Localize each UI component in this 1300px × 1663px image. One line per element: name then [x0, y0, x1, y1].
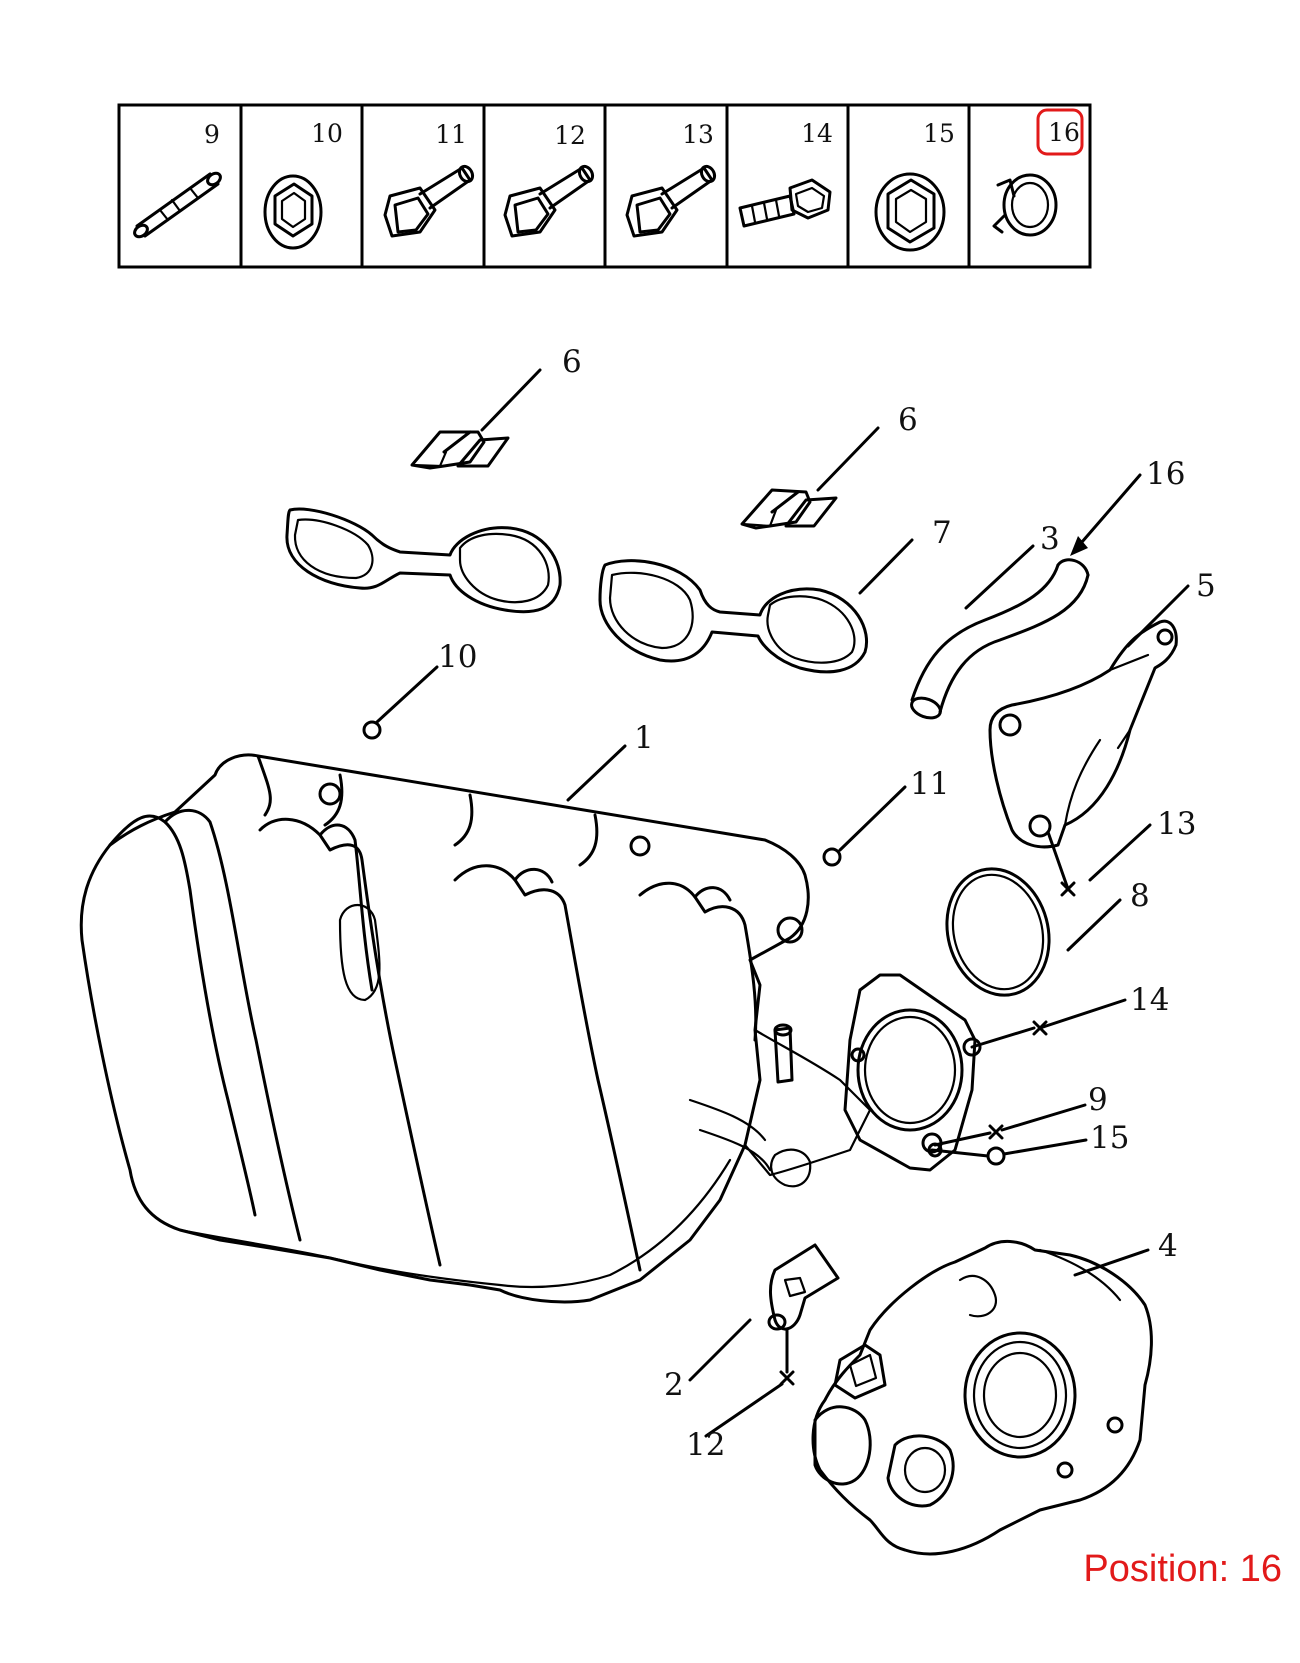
header-part-9[interactable]: 9: [204, 120, 220, 149]
flange-bolt-icon: [625, 164, 717, 238]
leader-lines: [375, 368, 1190, 1438]
o-ring-8: [945, 867, 1051, 997]
callout-10[interactable]: 10: [438, 639, 477, 675]
callout-14[interactable]: 14: [1130, 982, 1169, 1018]
hose-3: [910, 558, 1090, 720]
position-label: Position: 16: [1083, 1548, 1282, 1590]
parts-header-table: 9 10 11 12 13 14 15 16: [117, 103, 1092, 269]
callout-11[interactable]: 11: [910, 766, 949, 802]
callout-13[interactable]: 13: [1157, 806, 1196, 842]
header-part-16[interactable]: 16: [1048, 118, 1080, 147]
gasket-7-right: [598, 559, 868, 674]
header-part-12[interactable]: 12: [554, 121, 586, 150]
flange-bolt-icon: [383, 164, 475, 238]
callout-3[interactable]: 3: [1040, 521, 1060, 557]
callout-2[interactable]: 2: [664, 1367, 684, 1403]
callout-6-upper[interactable]: 6: [562, 344, 582, 380]
stud-icon: [133, 171, 222, 239]
clip-6-middle: [740, 488, 838, 530]
throttle-flange: [843, 973, 982, 1172]
throttle-body-4: [811, 1240, 1153, 1556]
x-marker-9: [988, 1124, 1004, 1140]
callout-labels: 6 6 7 3 16 5 10 1 11 13 8 14 9 15 4 2 12: [438, 344, 1216, 1463]
washer-11-icon: [822, 847, 842, 867]
callout-7[interactable]: 7: [932, 515, 952, 551]
flange-bolt-icon: [503, 164, 595, 238]
callout-1[interactable]: 1: [634, 720, 654, 756]
gasket-7-left: [285, 507, 562, 614]
callout-16[interactable]: 16: [1146, 456, 1185, 492]
callout-4[interactable]: 4: [1158, 1228, 1178, 1264]
bracket-5: [988, 619, 1178, 849]
hex-bolt-icon: [738, 178, 832, 228]
hex-nut-icon: [874, 172, 946, 252]
callout-9[interactable]: 9: [1088, 1082, 1108, 1118]
washer-10-icon: [362, 720, 382, 740]
intake-manifold-1: [79, 753, 872, 1304]
selected-part-highlight: [1036, 108, 1084, 156]
callout-15[interactable]: 15: [1090, 1120, 1129, 1156]
header-part-15[interactable]: 15: [923, 119, 955, 148]
header-part-13[interactable]: 13: [682, 120, 714, 149]
callout-12[interactable]: 12: [686, 1427, 725, 1463]
x-marker-12: [779, 1370, 795, 1386]
clip-6-upper: [410, 430, 510, 470]
header-part-11[interactable]: 11: [435, 120, 467, 149]
sensor-2: [767, 1243, 840, 1331]
header-part-14[interactable]: 14: [801, 119, 833, 148]
callout-5[interactable]: 5: [1196, 568, 1216, 604]
hose-clamp-icon: [992, 173, 1058, 237]
washer-15-icon: [986, 1146, 1006, 1166]
header-part-10[interactable]: 10: [311, 119, 343, 148]
callout-6-middle[interactable]: 6: [898, 402, 918, 438]
flange-nut-icon: [263, 174, 323, 250]
callout-8[interactable]: 8: [1130, 878, 1150, 914]
